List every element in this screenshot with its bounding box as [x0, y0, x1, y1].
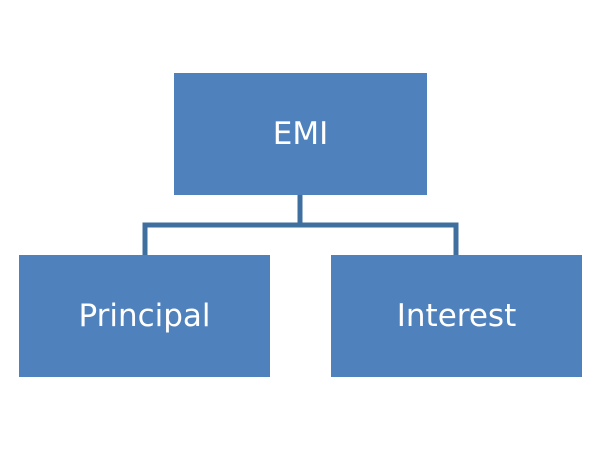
principal-label: Principal — [78, 297, 211, 334]
interest-label: Interest — [396, 297, 517, 334]
principal-node: Principal — [19, 255, 270, 377]
interest-node: Interest — [331, 255, 582, 377]
emi-label: EMI — [272, 115, 329, 152]
emi-node: EMI — [174, 73, 427, 195]
